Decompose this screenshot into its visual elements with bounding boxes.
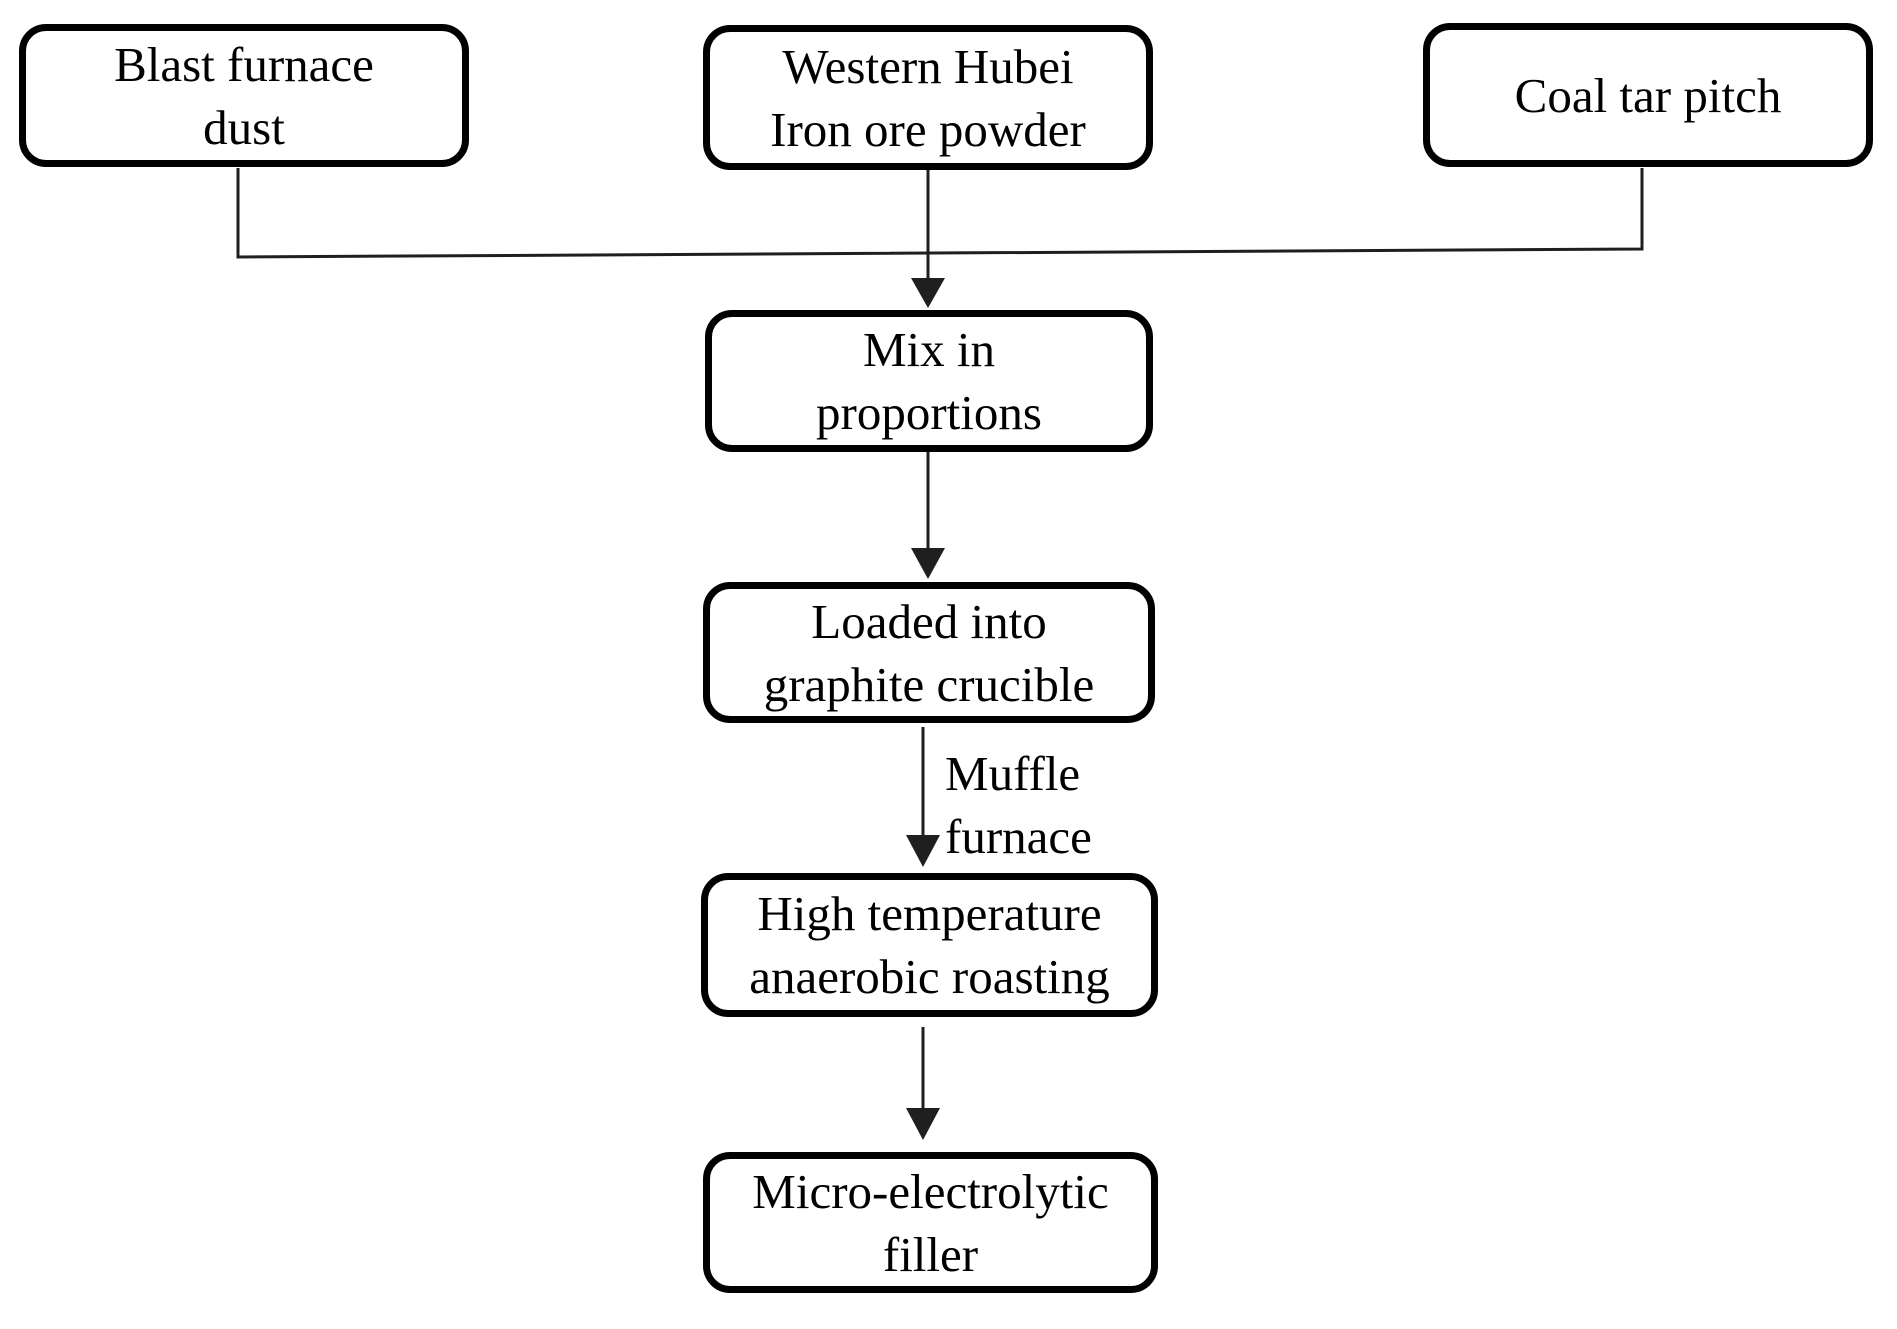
arrowhead-into-roasting xyxy=(906,835,940,867)
node-high-temperature-anaerobic-roasting: High temperature anaerobic roasting xyxy=(701,873,1158,1017)
node-coal-tar-pitch: Coal tar pitch xyxy=(1423,23,1873,167)
connector-merge-bus xyxy=(236,168,1644,259)
node-micro-electrolytic-filler: Micro-electrolytic filler xyxy=(703,1152,1158,1293)
arrowhead-into-mix xyxy=(911,278,945,308)
arrowhead-into-filler xyxy=(906,1108,940,1140)
node-mix-in-proportions: Mix in proportions xyxy=(705,310,1153,452)
node-loaded-into-graphite-crucible: Loaded into graphite crucible xyxy=(703,582,1155,723)
arrowhead-into-loaded xyxy=(911,548,945,579)
node-western-hubei-iron-ore-powder: Western Hubei Iron ore powder xyxy=(703,25,1153,170)
edge-label-muffle-furnace: Muffle furnace xyxy=(945,746,1092,864)
node-blast-furnace-dust: Blast furnace dust xyxy=(19,24,469,167)
